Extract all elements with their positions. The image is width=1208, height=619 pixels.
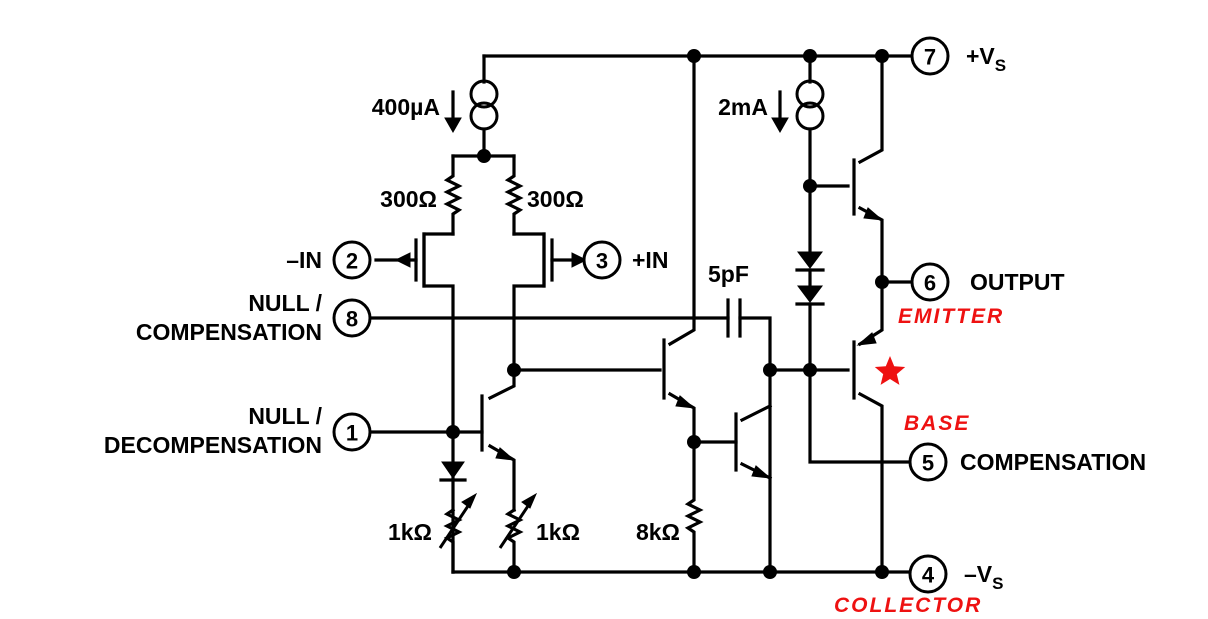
pin-2-circle — [332, 240, 372, 280]
pin-6-label: OUTPUT — [970, 269, 1065, 295]
gain-stage-q2 — [692, 403, 773, 481]
current-source-2ma — [771, 79, 825, 257]
bias-diodes — [795, 179, 912, 464]
gain-stage-q1 — [662, 316, 704, 574]
pin-4-circle — [908, 554, 948, 594]
pin-4-number: 4 — [922, 563, 935, 588]
current-source-right-label: 2mA — [718, 94, 768, 120]
input-jfet-right — [512, 232, 588, 372]
base-annotation: BASE — [904, 412, 970, 435]
pin-3-circle — [582, 240, 622, 280]
pin-8-label-line2: COMPENSATION — [136, 319, 322, 345]
collector-annotation: COLLECTOR — [834, 594, 982, 617]
output-transistor-npn — [852, 158, 884, 284]
mirror-transistor — [446, 363, 662, 512]
pin-3-label: +IN — [632, 247, 668, 273]
pin-1-number: 1 — [346, 421, 358, 446]
pin-6-circle — [910, 262, 950, 302]
pin-1-label-line1: NULL / — [248, 403, 322, 429]
pin-8-label-line1: NULL / — [248, 290, 322, 316]
input-stage-bias — [443, 149, 524, 236]
pin-6-number: 6 — [924, 271, 936, 296]
pin-8-line — [368, 298, 772, 574]
output-transistor-pnp — [852, 280, 884, 574]
pin-5-label: COMPENSATION — [960, 449, 1146, 475]
capacitor-label: 5pF — [708, 261, 749, 287]
current-source-left-label: 400µA — [372, 94, 440, 120]
diode-left — [439, 461, 467, 482]
pin-3-number: 3 — [596, 249, 608, 274]
pin-8-circle — [332, 298, 372, 338]
pin-7-number: 7 — [924, 45, 936, 70]
pin-5-circle — [908, 442, 948, 482]
top-rail — [482, 49, 914, 320]
output-drive-node — [763, 363, 850, 377]
pin-1-circle — [332, 412, 372, 452]
pin-5-number: 5 — [922, 451, 934, 476]
trim-resistor-right-label: 1kΩ — [536, 519, 580, 545]
pin-7-label: +VS — [966, 43, 1006, 75]
current-source-400ua — [444, 79, 499, 158]
resistor-8k-label: 8kΩ — [636, 519, 680, 545]
pin-4-label: –VS — [964, 561, 1003, 593]
pin-1-label-line2: DECOMPENSATION — [104, 432, 322, 458]
pin-8-number: 8 — [346, 307, 358, 332]
star-icon — [874, 356, 906, 385]
resistor-right-top-label: 300Ω — [527, 186, 584, 212]
pin-7-circle — [910, 36, 950, 76]
pin-2-number: 2 — [346, 249, 358, 274]
emitter-annotation: EMITTER — [898, 305, 1004, 328]
input-jfet-left — [374, 232, 455, 574]
bottom-rail — [451, 565, 912, 579]
trim-resistor-left-label: 1kΩ — [388, 519, 432, 545]
trim-resistor-right — [498, 492, 538, 574]
trim-resistor-left — [438, 492, 478, 574]
resistor-left-top-label: 300Ω — [380, 186, 437, 212]
pin-2-label: –IN — [286, 247, 322, 273]
